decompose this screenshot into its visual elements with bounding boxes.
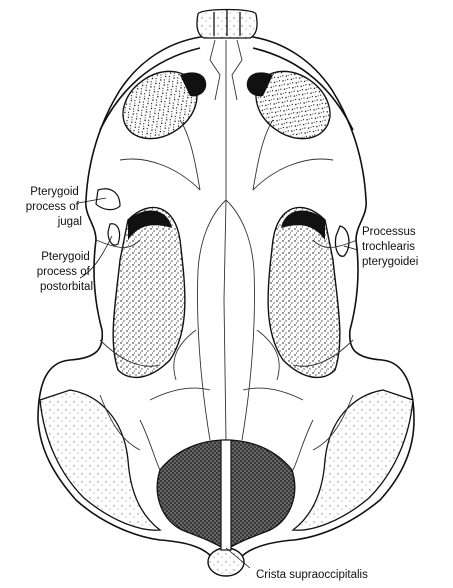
orbit-right	[243, 57, 343, 152]
premaxilla	[197, 10, 257, 39]
pterygoid-processes	[96, 189, 120, 245]
crista-supraoccipitalis	[221, 440, 231, 550]
label-pterygoid-process-of-jugal: Pterygoid process of jugal	[26, 186, 82, 228]
temporal-fossa-right	[268, 207, 340, 377]
label-crista-supraoccipitalis: Crista supraoccipitalis	[256, 569, 368, 581]
processus-trochlearis	[335, 226, 348, 256]
orbit-left	[110, 57, 210, 152]
label-pterygoid-process-of-postorbital: Pterygoid process of postorbital	[37, 251, 93, 293]
temporal-fossa-left	[113, 207, 185, 377]
occipital-condyle	[208, 548, 244, 576]
quadrate-right	[293, 390, 413, 530]
label-processus-trochlearis-pterygoidei: Processus trochlearis pterygoidei	[362, 226, 419, 268]
quadrate-left	[40, 390, 160, 530]
